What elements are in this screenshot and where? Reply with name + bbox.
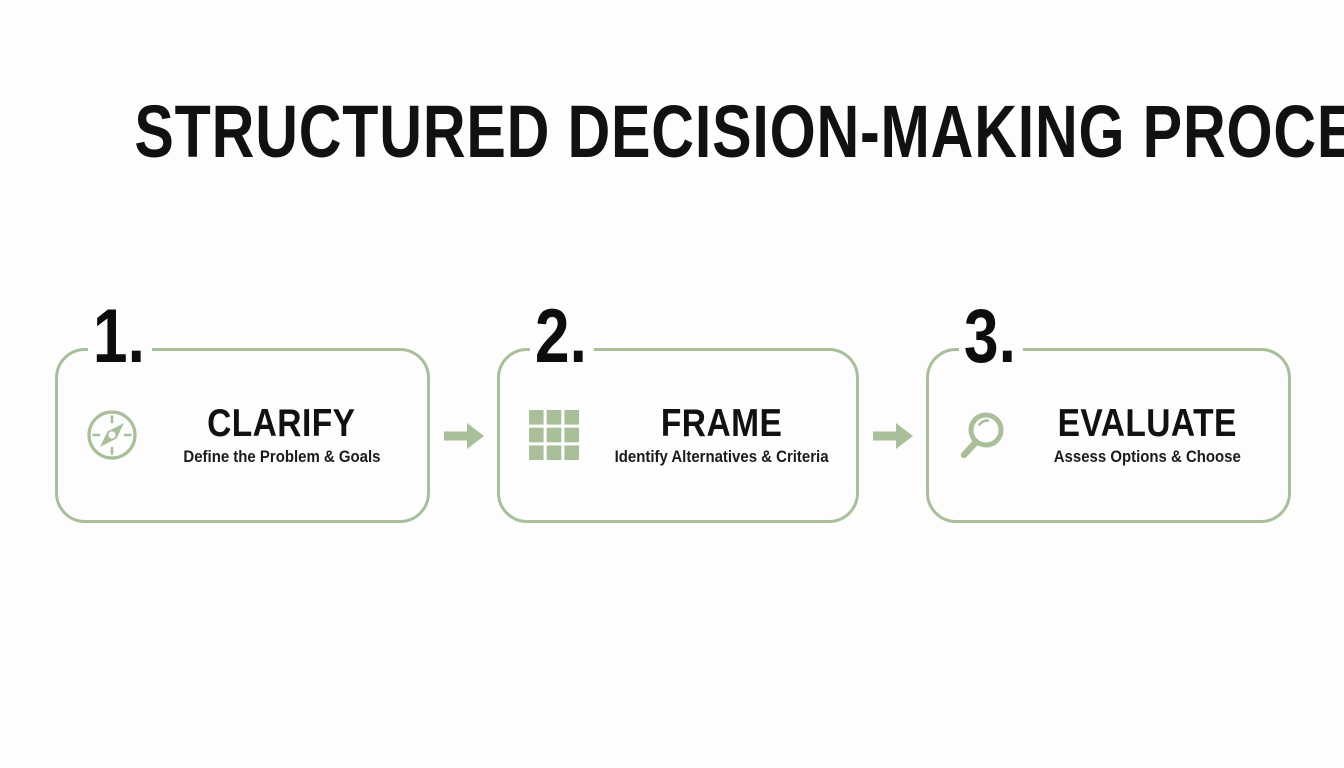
step-card-content: CLARIFY Define the Problem & Goals (58, 402, 427, 467)
step-number-2: 2. (530, 299, 595, 377)
step-subtitle-1: Define the Problem & Goals (182, 447, 381, 467)
grid-icon (526, 407, 582, 463)
step-title-3: EVALUATE (1057, 402, 1238, 446)
step-number-1: 1. (88, 299, 153, 377)
step-subtitle-2: Identify Alternatives & Criteria (614, 447, 829, 467)
step-text-group: CLARIFY Define the Problem & Goals (158, 402, 405, 467)
step-card-content: FRAME Identify Alternatives & Criteria (500, 402, 856, 467)
step-card-content: EVALUATE Assess Options & Choose (929, 402, 1288, 467)
step-title-1: CLARIFY (207, 402, 356, 446)
page-title: STRUCTURED DECISION-MAKING PROCESS (134, 90, 1344, 173)
arrow-right-icon-1 (430, 422, 497, 449)
step-number-3: 3. (959, 299, 1024, 377)
magnifier-icon (955, 407, 1011, 463)
arrow-right-icon-2 (859, 422, 926, 449)
step-card-evaluate[interactable]: 3. EVALUATE Assess Options & Choose (926, 299, 1291, 523)
step-title-2: FRAME (660, 402, 783, 446)
step-text-group: FRAME Identify Alternatives & Criteria (600, 402, 843, 467)
step-subtitle-3: Assess Options & Choose (1053, 447, 1242, 467)
compass-icon (84, 407, 140, 463)
step-card-clarify[interactable]: 1. CLARIFY Define the Problem & Goals (55, 299, 430, 523)
process-flow: 1. CLARIFY Define the Problem & Goals (55, 299, 1291, 523)
step-text-group: EVALUATE Assess Options & Choose (1029, 402, 1266, 467)
step-card-frame[interactable]: 2. FRAME Identify Alternatives & Criteri… (497, 299, 859, 523)
